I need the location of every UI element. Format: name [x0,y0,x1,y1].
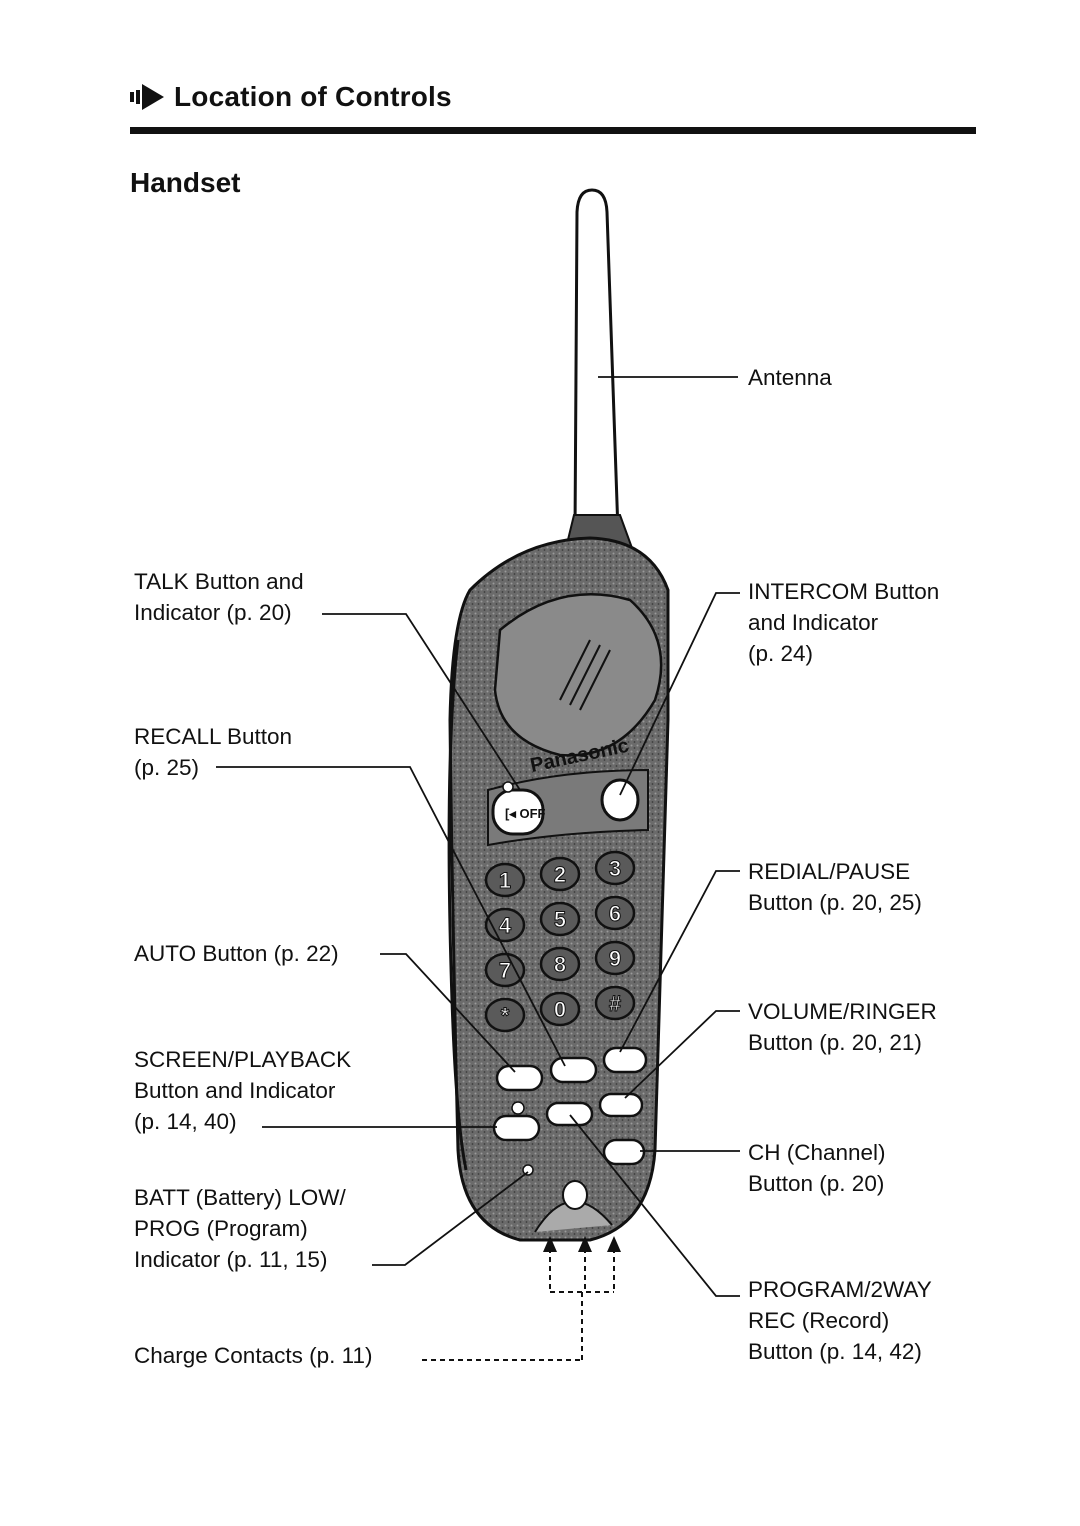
arrow-right-icon [130,84,164,110]
section-heading: Location of Controls [130,80,452,114]
keypad-key [594,895,636,931]
leader-lines [216,376,740,1297]
keypad-key-label: 7 [499,958,511,983]
keypad-key [484,952,526,988]
keypad-key [539,946,581,982]
callout-antenna: Antenna [748,365,832,390]
keypad-key-label: * [501,1003,510,1028]
keypad-key-label: 1 [499,868,511,893]
callout-batt-indicator: BATT (Battery) LOW/PROG (Program)Indicat… [134,1185,346,1272]
section-title: Location of Controls [174,81,452,112]
svg-text:[◂ OFF: [◂ OFF [505,806,546,821]
keypad-key-label: 8 [554,952,566,977]
keypad-key-label: 5 [554,907,566,932]
keypad-key [539,856,581,892]
keypad-key-label: 3 [609,856,621,881]
antenna [564,188,634,549]
keypad-key-label: # [609,991,621,1016]
section-divider [130,127,976,134]
keypad-key-label: 4 [499,913,512,938]
keypad-key [594,940,636,976]
keypad-key [484,862,526,898]
charge-contact-arrows [422,1236,621,1361]
keypad-key-label: 2 [554,862,566,887]
keypad-key [594,985,636,1021]
callout-charge-contacts: Charge Contacts (p. 11) [134,1343,373,1368]
keypad-key-label: 6 [609,901,621,926]
callout-ch-button: CH (Channel)Button (p. 20) [748,1140,886,1196]
callout-recall-button: RECALL Button(p. 25) [134,724,293,780]
keypad-key-label: 9 [609,946,621,971]
subsection-title: Handset [130,167,241,198]
keypad-key [539,901,581,937]
keypad: 1 2 3 4 5 6 7 8 9 * 0 # [484,850,636,1033]
keypad-key [539,991,581,1027]
keypad-key-label: 0 [554,997,566,1022]
keypad-key [484,997,526,1033]
callout-auto-button: AUTO Button (p. 22) [134,941,339,966]
keypad-key [594,850,636,886]
